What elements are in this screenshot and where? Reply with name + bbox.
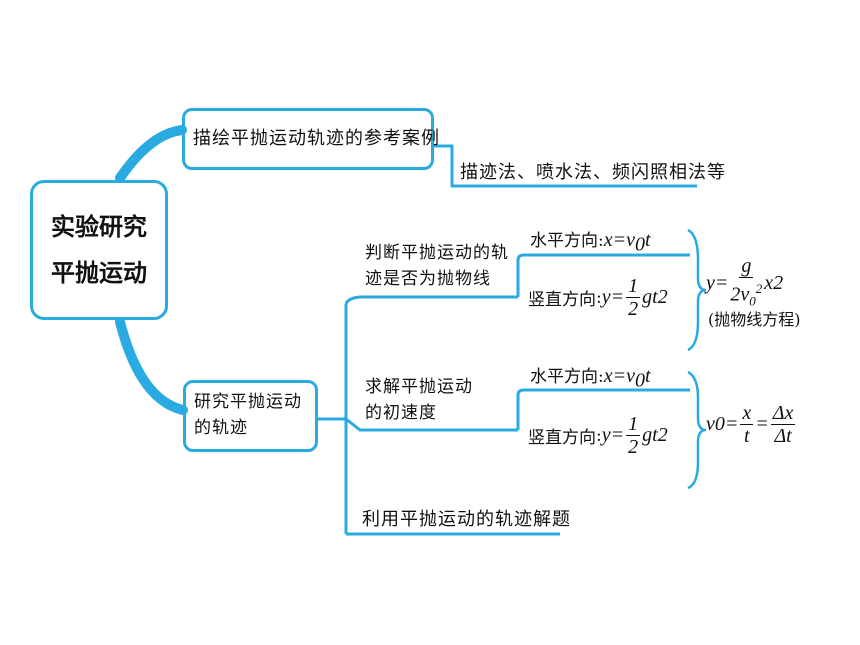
sub1-brace [687, 228, 707, 352]
sym-x: x [603, 365, 613, 387]
num-x: x [740, 402, 754, 425]
sym-x: x [603, 229, 613, 251]
sub2-horizontal-label: 水平方向 [530, 367, 598, 387]
sym-sq: 2 [773, 272, 784, 295]
sub3-label: 利用平抛运动的轨迹解题 [362, 509, 571, 530]
num-g: g [739, 255, 754, 278]
num-one: 1 [626, 275, 641, 298]
branch1-box [182, 108, 434, 170]
sub1-horizontal: 水平方向:x=v0t [530, 226, 651, 256]
parabola-note: (抛物线方程) [708, 310, 801, 329]
sym-g: g [642, 424, 653, 446]
sub2-brace [687, 370, 707, 490]
den-two: 2 [628, 298, 639, 320]
sub1-vertical-label: 竖直方向 [528, 290, 596, 310]
sym-sq: 2 [657, 286, 668, 308]
den-sq: 2 [755, 281, 763, 296]
sym-v: v [706, 413, 715, 435]
sym-eq: = [724, 413, 739, 435]
connector-root-branch2 [115, 317, 188, 415]
branch1-title: 描绘平抛运动轨迹的参考案例 [193, 128, 440, 149]
sub1-horizontal-label: 水平方向 [530, 231, 598, 251]
den-two: 2 [628, 436, 639, 458]
root-node: 实验研究 平抛运动 [30, 180, 168, 320]
branch1-detail: 描迹法、喷水法、频闪照相法等 [460, 162, 726, 183]
sym-sub0: 0 [635, 233, 646, 256]
num-dx: Δx [770, 402, 796, 425]
colon: : [596, 425, 602, 446]
sym-y: y [601, 286, 611, 308]
sym-eq: = [610, 424, 625, 446]
sym-eq: = [610, 286, 625, 308]
sub2-line2: 的初速度 [365, 403, 437, 423]
sym-v: v [626, 229, 636, 251]
sym-y: y [706, 272, 715, 295]
connector-sub2 [345, 417, 518, 432]
num-one: 1 [626, 413, 641, 436]
colon: : [598, 231, 604, 251]
sub2-line1: 求解平抛运动 [365, 377, 473, 397]
den-sub0: 0 [749, 293, 756, 309]
sym-g: g [642, 286, 653, 308]
sym-t: t [645, 229, 651, 251]
sym-sub0: 0 [714, 413, 725, 435]
sym-t: t [645, 365, 651, 387]
sub2-bracket [516, 388, 690, 430]
sym-sub0: 0 [635, 369, 646, 392]
connector-sub1 [344, 295, 518, 305]
colon: : [596, 287, 602, 308]
sym-v: v [626, 365, 636, 387]
root-line1: 实验研究 [51, 213, 147, 241]
sym-t: t [652, 424, 658, 446]
connector-root-branch1 [115, 125, 187, 183]
sub2-vertical-label: 竖直方向 [528, 428, 596, 448]
branch2-title-line1: 研究平抛运动 [194, 392, 302, 412]
sub1-line2: 迹是否为抛物线 [365, 269, 491, 289]
sym-t: t [652, 286, 658, 308]
branch2-box [183, 380, 318, 452]
sym-sq: 2 [657, 424, 668, 446]
sub1-bracket [516, 253, 690, 297]
den-2v: 2v [730, 283, 750, 306]
den-dt: Δt [774, 425, 792, 447]
sym-eq: = [612, 365, 627, 387]
sym-eq: = [612, 229, 627, 251]
root-line2: 平抛运动 [51, 259, 147, 287]
sym-x: x [764, 272, 774, 295]
sym-eq: = [714, 272, 729, 295]
frac-g-2v0sq: g 2v02 [730, 255, 762, 313]
den-t: t [744, 425, 750, 447]
sub1-line1: 判断平抛运动的轨 [365, 243, 509, 263]
sym-eq: = [755, 413, 769, 435]
connector-branch1-detail [433, 144, 697, 188]
branch2-title-line2: 的轨迹 [194, 418, 248, 438]
sub2-horizontal: 水平方向:x=v0t [530, 362, 651, 392]
colon: : [598, 367, 604, 387]
sym-y: y [601, 424, 611, 446]
